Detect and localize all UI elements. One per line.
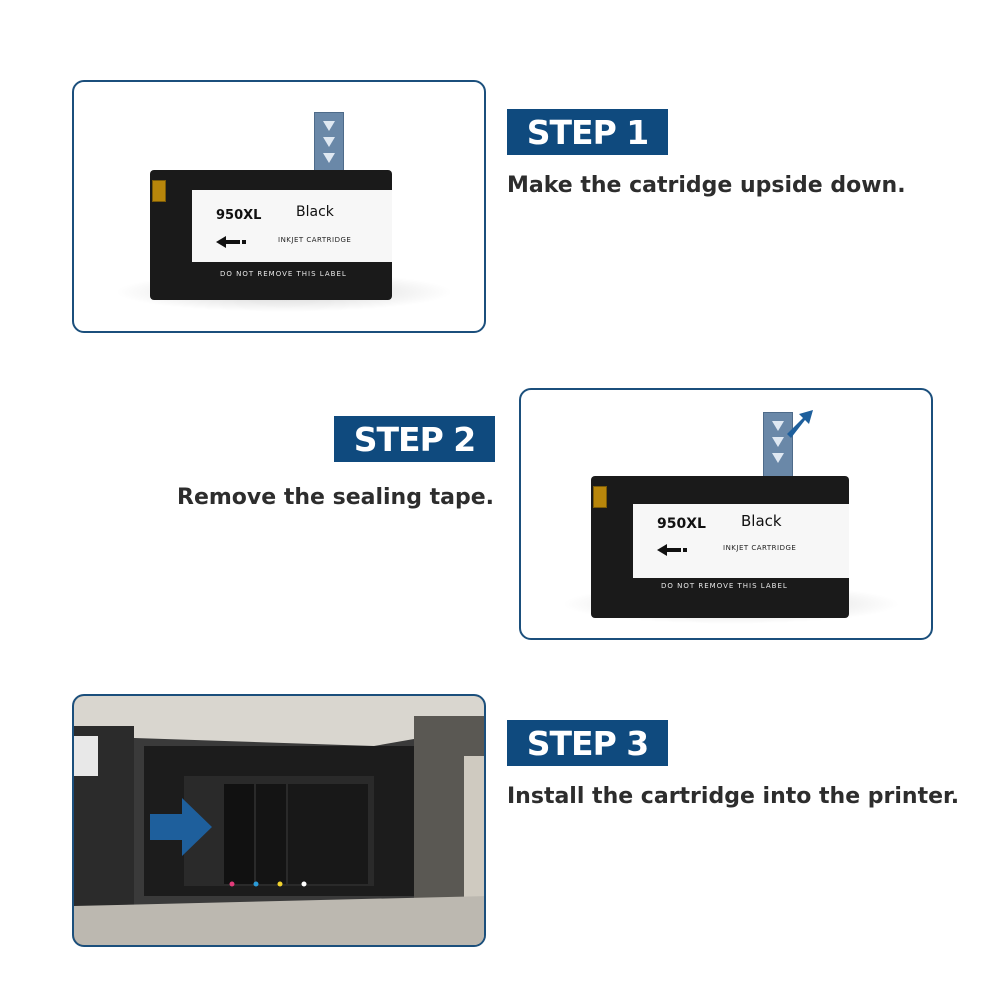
step3-badge: STEP 3	[507, 720, 668, 766]
arrow-left-icon	[216, 236, 246, 248]
cartridge-warning: DO NOT REMOVE THIS LABEL	[220, 270, 347, 278]
step1-instruction: Make the catridge upside down.	[507, 173, 906, 198]
step3-instruction: Install the cartridge into the printer.	[507, 784, 960, 809]
arrow-up-right-icon	[787, 410, 813, 438]
step1-badge: STEP 1	[507, 109, 668, 155]
step3-image-frame	[72, 694, 486, 947]
cartridge-label: 950XL Black INKJET CARTRIDGE	[192, 190, 392, 262]
step2-badge: STEP 2	[334, 416, 495, 462]
cartridge-warning: DO NOT REMOVE THIS LABEL	[661, 582, 788, 590]
step1-image-frame: 950XL Black INKJET CARTRIDGE DO NOT REMO…	[72, 80, 486, 333]
arrow-left-icon	[657, 544, 687, 556]
arrow-right-icon	[150, 798, 212, 856]
cartridge-model: 950XL	[216, 208, 262, 223]
tape-arrows-icon	[323, 121, 335, 163]
cartridge-type: INKJET CARTRIDGE	[723, 544, 797, 552]
cartridge-color-name: Black	[741, 512, 782, 530]
cartridge-model: 950XL	[657, 516, 706, 532]
cartridge-color-name: Black	[296, 204, 334, 220]
tape-arrows-icon	[772, 421, 784, 463]
cartridge-label: 950XL Black INKJET CARTRIDGE	[633, 504, 849, 578]
sealing-tape	[763, 412, 793, 482]
sealing-tape	[314, 112, 344, 180]
cartridge-chip	[593, 486, 607, 508]
cartridge-type: INKJET CARTRIDGE	[278, 236, 352, 244]
cartridge-chip	[152, 180, 166, 202]
step2-image-frame: 950XL Black INKJET CARTRIDGE DO NOT REMO…	[519, 388, 933, 640]
printer-photo	[74, 696, 484, 945]
step2-instruction: Remove the sealing tape.	[177, 485, 494, 510]
